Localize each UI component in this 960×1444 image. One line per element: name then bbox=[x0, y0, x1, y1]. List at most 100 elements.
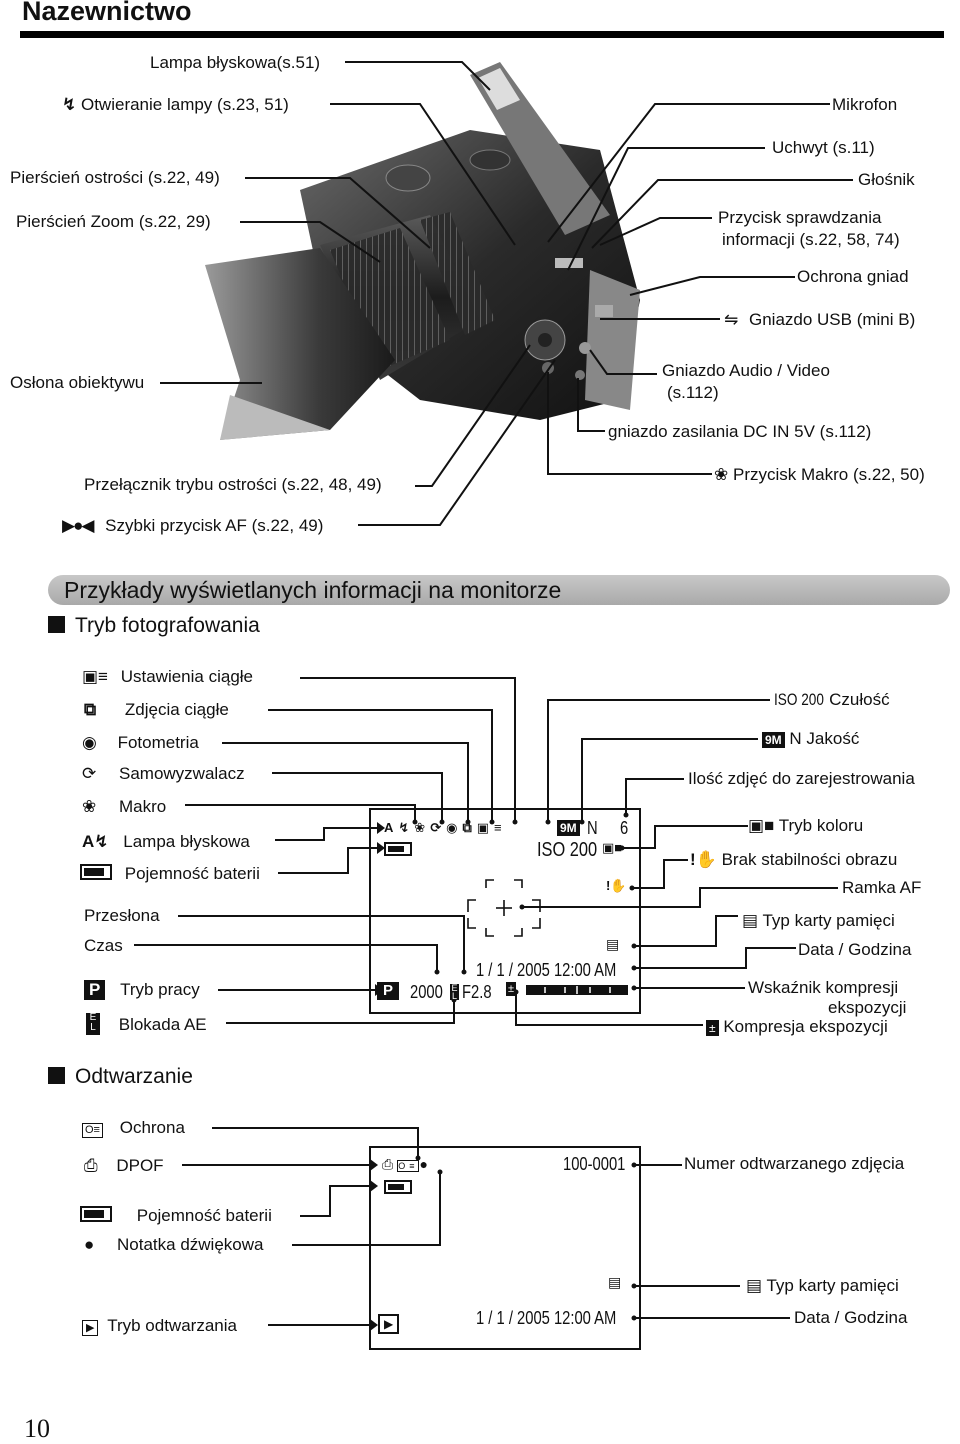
metering-row: ◉ Fotometria bbox=[82, 733, 199, 752]
shooting-screen bbox=[369, 808, 641, 1014]
label-exp-indicator-2: ekspozycji bbox=[828, 998, 907, 1017]
screen-aperture: F2.8 bbox=[462, 982, 492, 1002]
metering-icon: ◉ bbox=[446, 820, 463, 835]
screen-exp-comp-icon: ± bbox=[506, 982, 517, 996]
label-quick-af: ▶●◀ Szybki przycisk AF (s.22, 49) bbox=[62, 516, 324, 535]
battery-row: Pojemność baterii bbox=[80, 864, 260, 884]
shooting-heading: Tryb fotografowania bbox=[48, 614, 260, 638]
continuous-shots-icon: ⧉ bbox=[462, 820, 477, 835]
continuous-settings-icon: ▣≡ bbox=[82, 667, 108, 686]
label-speaker: Głośnik bbox=[858, 170, 915, 189]
label-focus-mode-switch: Przełącznik trybu ostrości (s.22, 48, 49… bbox=[84, 475, 382, 494]
label-lens-hood: Osłona obiektywu bbox=[10, 373, 145, 392]
label-date-time: Data / Godzina bbox=[798, 940, 912, 959]
exp-comp-row: ± Kompresja ekspozycji bbox=[706, 1017, 888, 1037]
screen-card-icon: ▤ bbox=[606, 936, 620, 952]
page-title: Nazewnictwo bbox=[22, 0, 192, 26]
dpof-printer-icon: ⎙ bbox=[84, 1156, 98, 1175]
color-mode-icon: ▣■ bbox=[748, 816, 775, 835]
screen-quality-n: N bbox=[587, 818, 598, 838]
quality-badge: 9M bbox=[762, 732, 785, 748]
label-macro-button: ❀ Przycisk Makro (s.22, 50) bbox=[714, 465, 925, 484]
screen-top-icons: A↯❀⟳◉⧉▣≡ bbox=[384, 820, 507, 836]
shake-warning-icon: !✋ bbox=[690, 850, 717, 869]
screen-iso: ISO 200 bbox=[537, 839, 598, 861]
usb-icon: ⇋ bbox=[724, 310, 739, 329]
label-exp-indicator-1: Wskaźnik kompresji bbox=[748, 978, 899, 997]
microphone-icon: ● bbox=[419, 1156, 432, 1172]
continuous-shots-row: ⧉ Zdjęcia ciągłe bbox=[84, 700, 229, 719]
macro-icon: ❀ bbox=[714, 465, 729, 484]
playback-screen-battery-icon bbox=[384, 1180, 412, 1194]
playback-mode-icon: ▶ bbox=[82, 1320, 99, 1336]
playback-screen-card-icon: ▤ bbox=[608, 1274, 622, 1290]
screen-shot-count: 6 bbox=[620, 818, 629, 838]
label-af-frame: Ramka AF bbox=[842, 878, 922, 897]
label-aperture: Przesłona bbox=[84, 906, 160, 925]
flash-row: A↯ Lampa błyskowa bbox=[82, 832, 250, 851]
program-mode-icon: P bbox=[84, 980, 106, 1000]
playback-battery-row: Pojemność baterii bbox=[80, 1206, 272, 1226]
battery-icon bbox=[80, 1206, 112, 1222]
playback-card-type-row: ▤ Typ karty pamięci bbox=[746, 1276, 899, 1295]
protect-row: O≡ Ochrona bbox=[82, 1118, 185, 1138]
monitor-info-header: Przykłady wyświetlanych informacji na mo… bbox=[48, 575, 950, 605]
battery-icon bbox=[80, 864, 112, 880]
label-av-1: Gniazdo Audio / Video bbox=[662, 361, 830, 380]
exposure-compensation-icon: ± bbox=[706, 1020, 719, 1036]
playback-heading: Odtwarzanie bbox=[48, 1065, 193, 1089]
label-usb: ⇋ Gniazdo USB (mini B) bbox=[724, 310, 916, 329]
card-type-row: ▤ Typ karty pamięci bbox=[742, 911, 895, 930]
protect-key-icon: O≡ bbox=[82, 1123, 103, 1138]
screen-color-mode-icon: ▣■ bbox=[602, 840, 623, 855]
auto-flash-icon: A↯ bbox=[82, 832, 109, 851]
playback-screen-frame-no: 100-0001 bbox=[563, 1154, 626, 1174]
quick-af-icon: ▶●◀ bbox=[62, 516, 94, 535]
voice-memo-row: ● Notatka dźwiękowa bbox=[84, 1235, 264, 1254]
label-flash-open: ↯ Otwieranie lampy (s.23, 51) bbox=[62, 95, 289, 114]
continuous-shots-icon: ⧉ bbox=[84, 700, 97, 719]
label-time: Czas bbox=[84, 936, 123, 955]
playback-screen-mode-icon: ▶ bbox=[378, 1314, 400, 1334]
protect-key-icon: O≡ bbox=[397, 1160, 420, 1172]
macro-row: ❀ Makro bbox=[82, 797, 167, 816]
label-av-2: (s.112) bbox=[667, 383, 719, 402]
screen-mode-badge: P bbox=[377, 982, 400, 1000]
iso-row: ISO 200 Czułość bbox=[774, 690, 890, 709]
label-dc-in: gniazdo zasilania DC IN 5V (s.112) bbox=[608, 422, 872, 441]
screen-quality-badge: 9M bbox=[557, 820, 580, 836]
label-microphone: Mikrofon bbox=[832, 95, 898, 114]
macro-icon: ❀ bbox=[414, 820, 431, 835]
label-shots-left: Ilość zdjęć do zarejestrowania bbox=[688, 769, 915, 788]
color-mode-row: ▣■ Tryb koloru bbox=[748, 816, 864, 835]
label-info-button-1: Przycisk sprawdzania bbox=[718, 208, 882, 227]
camera-illustration bbox=[160, 61, 853, 526]
label-info-button-2: informacji (s.22, 58, 74) bbox=[722, 230, 900, 249]
playback-mode-row: ▶ Tryb odtwarzania bbox=[82, 1316, 237, 1336]
memory-card-icon: ▤ bbox=[746, 1276, 763, 1295]
metering-icon: ◉ bbox=[82, 733, 97, 752]
shake-row: !✋ Brak stabilności obrazu bbox=[690, 850, 898, 869]
page-number: 10 bbox=[24, 1414, 50, 1443]
label-frame-number: Numer odtwarzanego zdjęcia bbox=[684, 1154, 905, 1173]
bullet-square-icon bbox=[48, 1067, 65, 1084]
continuous-settings-icon: ▣≡ bbox=[476, 820, 507, 835]
memory-card-icon: ▤ bbox=[742, 911, 759, 930]
continuous-settings-row: ▣≡ Ustawienia ciągłe bbox=[82, 667, 254, 686]
playback-screen-datetime: 1 / 1 / 2005 12:00 AM bbox=[476, 1308, 617, 1328]
microphone-icon: ● bbox=[84, 1235, 95, 1254]
dpof-row: ⎙ DPOF bbox=[84, 1156, 164, 1175]
quality-row: 9M N Jakość bbox=[762, 729, 859, 749]
screen-shutter: 2000 bbox=[410, 982, 443, 1002]
playback-label-date-time: Data / Godzina bbox=[794, 1308, 908, 1327]
screen-shake-icon: !✋ bbox=[606, 878, 627, 893]
title-rule bbox=[20, 31, 944, 38]
label-focus-ring: Pierścień ostrości (s.22, 49) bbox=[10, 168, 220, 187]
label-flash: Lampa błyskowa(s.51) bbox=[150, 53, 321, 72]
label-zoom-ring: Pierścień Zoom (s.22, 29) bbox=[16, 212, 211, 231]
self-timer-icon: ⟳ bbox=[82, 764, 97, 783]
auto-flash-icon: A↯ bbox=[384, 820, 415, 835]
